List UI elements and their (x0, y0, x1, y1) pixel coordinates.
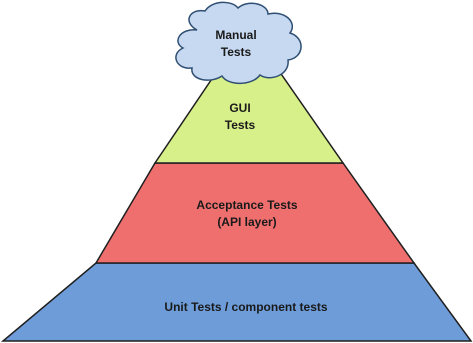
manual-tests-cloud (175, 1, 302, 85)
manual-tests-label-line1: Manual (215, 28, 256, 42)
acceptance-tests-layer (94, 162, 416, 264)
unit-tests-label: Unit Tests / component tests (164, 300, 327, 314)
gui-tests-label-line1: GUI (229, 101, 250, 115)
acceptance-tests-label-line2: (API layer) (217, 215, 276, 229)
gui-tests-label-line2: Tests (225, 118, 256, 132)
manual-tests-label-line2: Tests (221, 45, 252, 59)
cloud-shape (175, 1, 302, 85)
acceptance-tests-label-line1: Acceptance Tests (196, 198, 297, 212)
